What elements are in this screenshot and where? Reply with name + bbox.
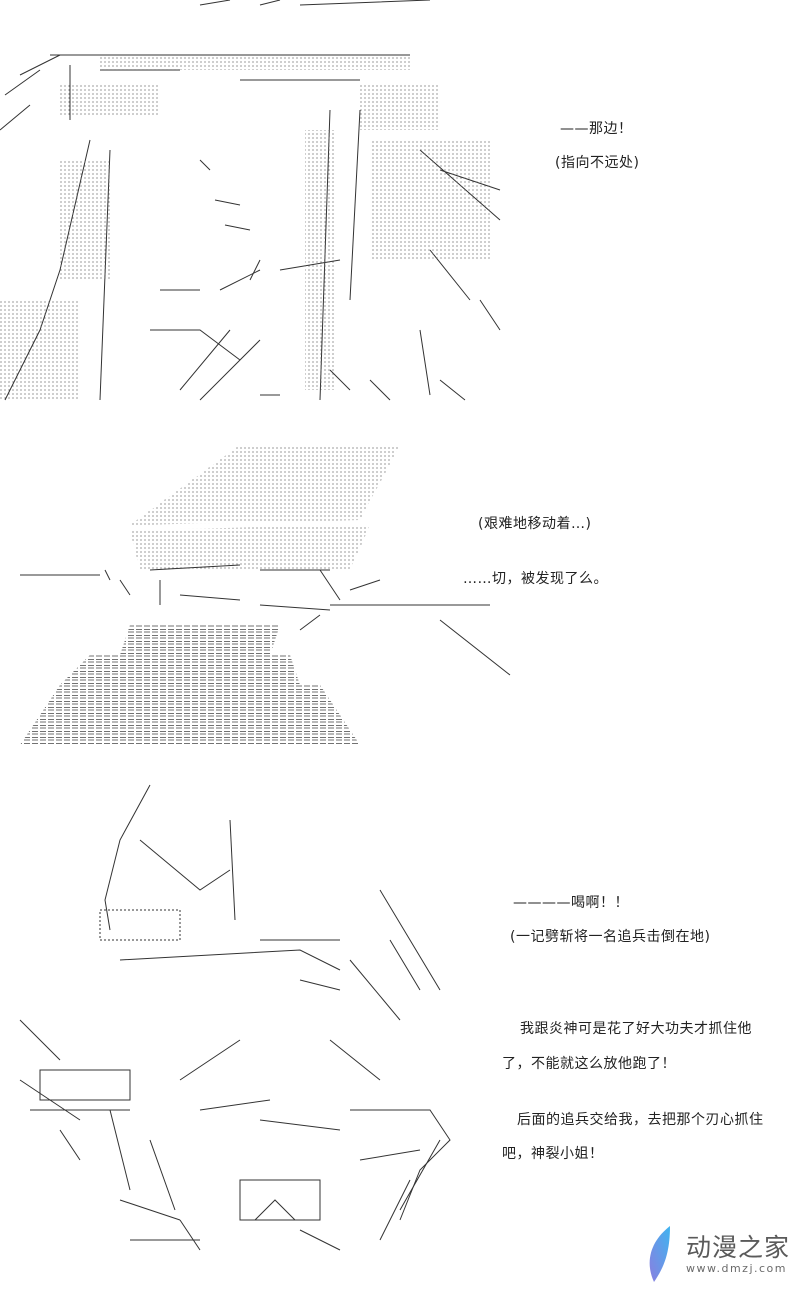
ascii-art-figure-moving (20, 445, 511, 745)
narration-pointing: (指向不远处) (555, 155, 640, 171)
dialogue-para2-line1: 后面的追兵交给我，去把那个刃心抓住 (517, 1112, 764, 1128)
watermark-url: www.dmzj.com (686, 1262, 787, 1275)
dialogue-there: ——那边！ (560, 121, 633, 137)
dialogue-para1-line2: 了，不能就这么放他跑了！ (502, 1056, 676, 1072)
ascii-art-slash-attack (19, 784, 451, 1251)
dialogue-discovered: ……切，被发现了么。 (463, 571, 608, 587)
narration-slash: (一记劈斩将一名追兵击倒在地) (510, 929, 711, 945)
dialogue-shout: ————喝啊！！ (513, 895, 629, 911)
feather-logo-icon (649, 1226, 670, 1282)
dialogue-para2-line2: 吧，神裂小姐！ (502, 1146, 604, 1162)
dialogue-para1-line1: 我跟炎神可是花了好大功夫才抓住他 (520, 1021, 752, 1037)
narration-moving: (艰难地移动着…) (478, 516, 592, 532)
dmzj-watermark: 动漫之家 www.dmzj.com (640, 1222, 796, 1288)
watermark-name: 动漫之家 (686, 1233, 791, 1262)
ascii-art-character-pointing (0, 0, 501, 401)
